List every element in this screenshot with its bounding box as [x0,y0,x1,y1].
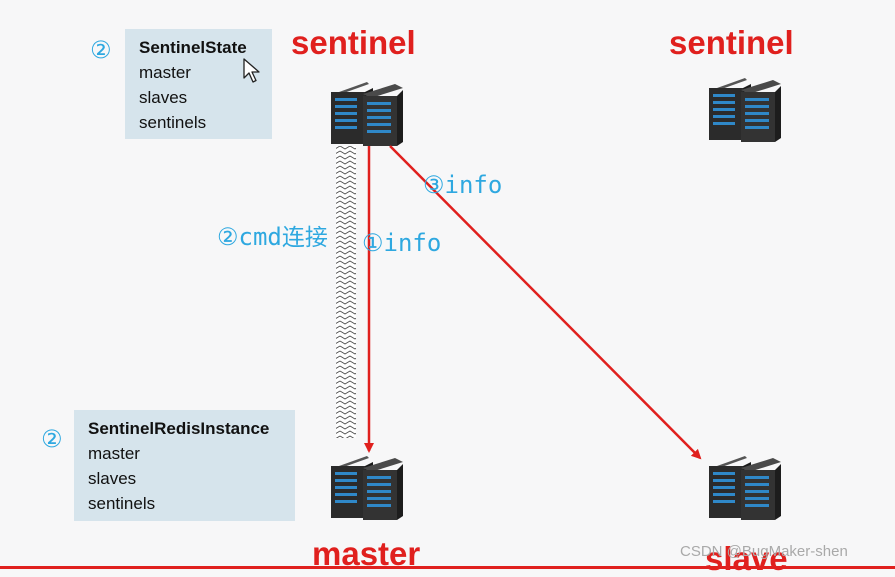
slave-label: slave [705,540,788,577]
info-master-text: info [383,229,442,257]
redis-instance-field: slaves [88,469,137,488]
sentinel-right-label: sentinel [669,24,794,61]
info-master-label: ①info [362,231,441,255]
sentinel-state-marker: ② [90,36,112,64]
sentinel-state-box: SentinelState master slaves sentinels [125,29,272,139]
sentinel-state-field: slaves [139,88,188,107]
redis-instance-box: SentinelRedisInstance master slaves sent… [74,410,295,521]
bottom-divider [0,566,895,569]
sentinel-state-title: SentinelState [139,38,247,57]
redis-instance-field: master [88,444,140,463]
cmd-cjk-text: 连接 [281,225,328,251]
sentinel-left-label: sentinel [291,24,416,61]
info-slave-arrow [389,145,702,460]
redis-instance-marker: ② [41,425,63,453]
master-label: master [312,535,421,572]
cursor-icon [243,58,260,83]
info-slave-marker: ③ [423,171,445,199]
cmd-connection-band [336,146,356,438]
redis-instance-title: SentinelRedisInstance [88,419,270,438]
info-slave-text: info [444,171,503,199]
redis-instance-field: sentinels [88,494,156,513]
sentinel-state-field: master [139,63,191,82]
sentinel-state-field: sentinels [139,113,207,132]
info-slave-label: ③info [423,173,502,197]
cmd-text: cmd [238,223,282,251]
info-master-marker: ① [362,229,384,257]
watermark-text: CSDN @BugMaker-shen [680,543,848,560]
cmd-marker: ② [217,223,239,251]
cmd-connection-label: ②cmd连接 [217,225,328,250]
